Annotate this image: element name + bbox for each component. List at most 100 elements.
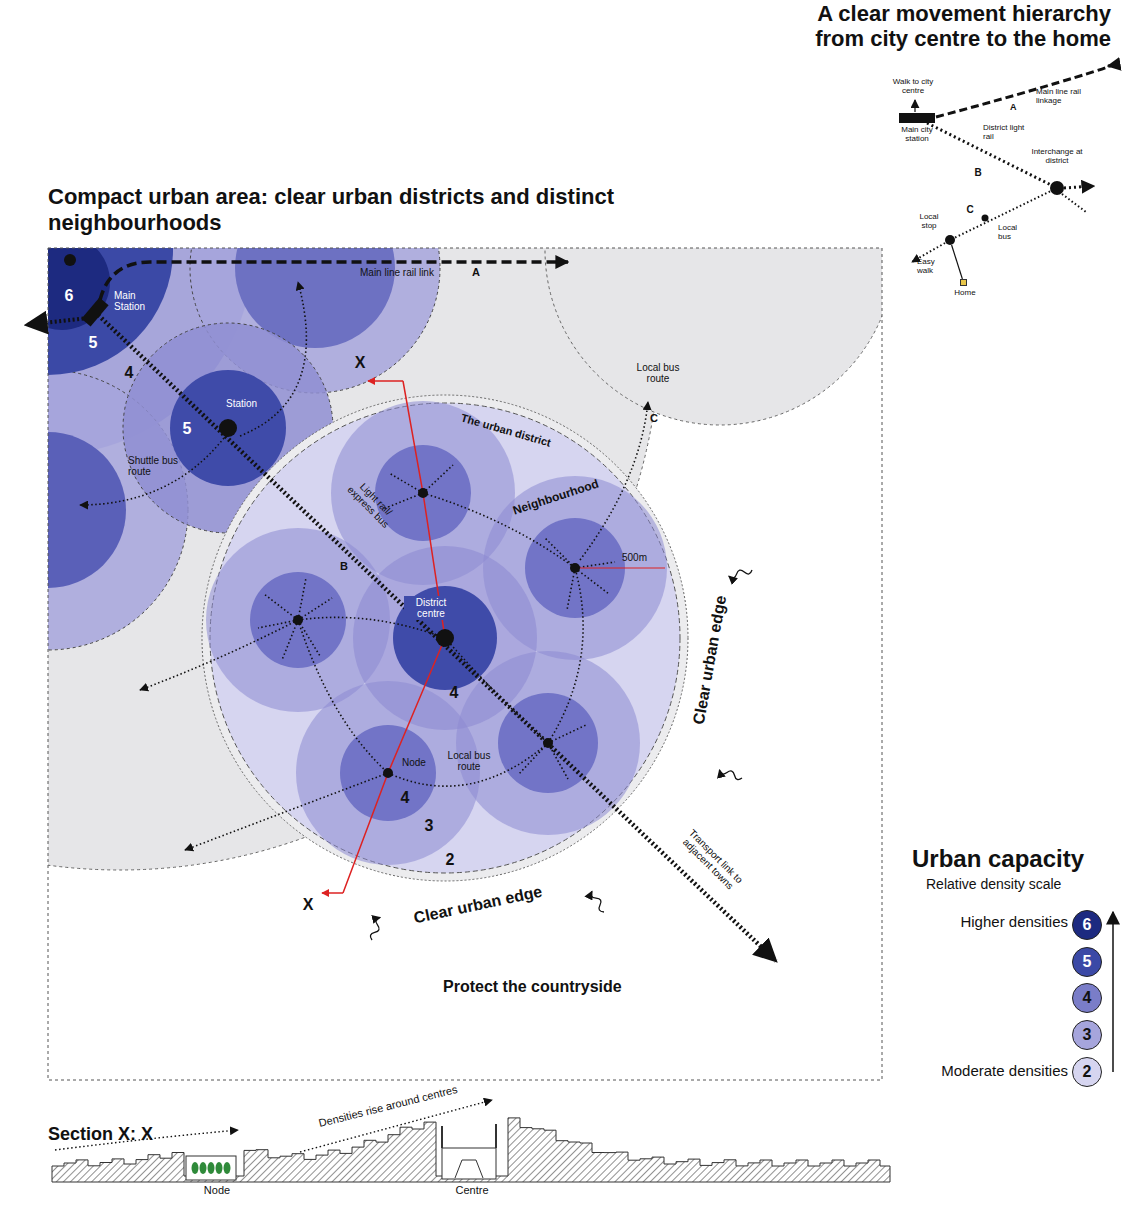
map-circle xyxy=(340,725,436,821)
map-label: 500m xyxy=(622,552,658,563)
map-circle xyxy=(202,395,688,881)
map-rect xyxy=(81,297,108,326)
map-path xyxy=(545,538,615,610)
map-label: A xyxy=(1010,102,1022,112)
map-path xyxy=(718,767,743,781)
rail-lines xyxy=(26,262,776,961)
map-path xyxy=(95,312,776,961)
map-label: A clear movement hierarchy from city cen… xyxy=(766,2,1111,51)
map-path xyxy=(298,617,445,638)
map-label: Urban capacity xyxy=(912,846,1117,873)
section-line xyxy=(322,381,665,893)
density-arrow xyxy=(1112,912,1114,1072)
map-path xyxy=(912,243,945,262)
map-circle xyxy=(543,738,553,748)
section-drawing xyxy=(52,1100,890,1182)
map-ellipse xyxy=(208,1162,215,1174)
map-path xyxy=(185,773,388,850)
map-label: Local bus route xyxy=(440,750,498,772)
map-label: 5 xyxy=(86,334,100,352)
map-circle xyxy=(250,572,346,668)
map-path xyxy=(300,1100,492,1152)
urban-district xyxy=(202,395,688,881)
density-swatch: 6 xyxy=(1072,910,1102,940)
density-swatch: 3 xyxy=(1072,1020,1102,1050)
density-number: 3 xyxy=(1083,1026,1092,1044)
stop-dot: Interchange at district xyxy=(1050,181,1064,195)
map-label: 4 xyxy=(122,364,136,382)
map-circle xyxy=(48,248,173,375)
map-label: Higher densities xyxy=(920,914,1068,931)
station-bar: Main city station xyxy=(899,113,935,123)
map-circle xyxy=(210,403,680,873)
density-number: 6 xyxy=(1083,916,1092,934)
map-path xyxy=(298,620,388,773)
map-label: Main line rail linkage xyxy=(1036,88,1098,106)
map-path xyxy=(580,402,648,560)
map-label: District light rail xyxy=(983,124,1027,142)
map-circle xyxy=(570,563,580,573)
map-path xyxy=(240,282,306,436)
centre-dots xyxy=(64,254,580,778)
map-label: Local bus xyxy=(998,224,1032,242)
map-ellipse xyxy=(192,1162,199,1174)
map-circle xyxy=(170,370,286,486)
map-path xyxy=(322,892,343,894)
map-label: A xyxy=(472,266,484,278)
map-frame xyxy=(48,248,882,1080)
route-connector xyxy=(952,245,963,279)
density-swatch: 5 xyxy=(1072,947,1102,977)
map-label: The urban district xyxy=(453,410,558,451)
map-circle xyxy=(375,445,471,541)
map-path xyxy=(442,1124,496,1148)
map-label: Neighbourhood xyxy=(504,475,607,520)
map-path xyxy=(140,620,298,690)
map-label: X xyxy=(300,896,316,914)
movement-inset xyxy=(912,66,1110,262)
route-connector xyxy=(955,191,1050,237)
map-circle xyxy=(353,546,537,730)
map-path xyxy=(423,493,575,568)
skyline-section xyxy=(52,1118,890,1182)
map-label: Local bus route xyxy=(628,362,688,384)
map-label: Node xyxy=(197,1184,237,1196)
map-ellipse xyxy=(224,1162,231,1174)
map-label: District centre xyxy=(404,596,458,620)
map-path xyxy=(258,578,332,660)
map-path xyxy=(728,567,753,579)
map-circle xyxy=(64,254,76,266)
density-number: 5 xyxy=(1083,953,1092,971)
map-label: Node xyxy=(402,757,432,768)
map-circle xyxy=(545,248,882,425)
map-path xyxy=(455,1160,483,1178)
map-path xyxy=(55,1130,238,1150)
stop-dot: Local stop xyxy=(945,235,955,245)
map-label: 4 xyxy=(398,789,412,807)
map-path xyxy=(518,725,586,779)
map-ellipse xyxy=(200,1162,207,1174)
map-circle xyxy=(219,419,237,437)
node-text: Main city station xyxy=(893,126,941,143)
map-ellipse xyxy=(216,1162,223,1174)
node-text: Home xyxy=(951,289,979,298)
map-label: Transport link to adjacent towns xyxy=(672,820,753,901)
map-circle xyxy=(48,248,660,870)
map-circle xyxy=(48,248,110,330)
pressure-squiggles xyxy=(369,567,753,941)
map-polyline xyxy=(343,381,445,893)
map-circle xyxy=(48,432,126,588)
map-label: 6 xyxy=(60,287,78,305)
map-circle xyxy=(418,488,428,498)
map-label: X xyxy=(352,354,368,372)
map-label: 5 xyxy=(180,420,194,438)
map-label: 2 xyxy=(443,851,457,869)
node-text: Interchange at district xyxy=(1029,148,1085,165)
map-path xyxy=(80,438,224,505)
map-label: Clear urban edge xyxy=(403,881,553,930)
map-circle xyxy=(498,693,598,793)
map-label: Light rail/ express bus xyxy=(339,470,406,537)
map-label: Shuttle bus route xyxy=(128,455,184,477)
